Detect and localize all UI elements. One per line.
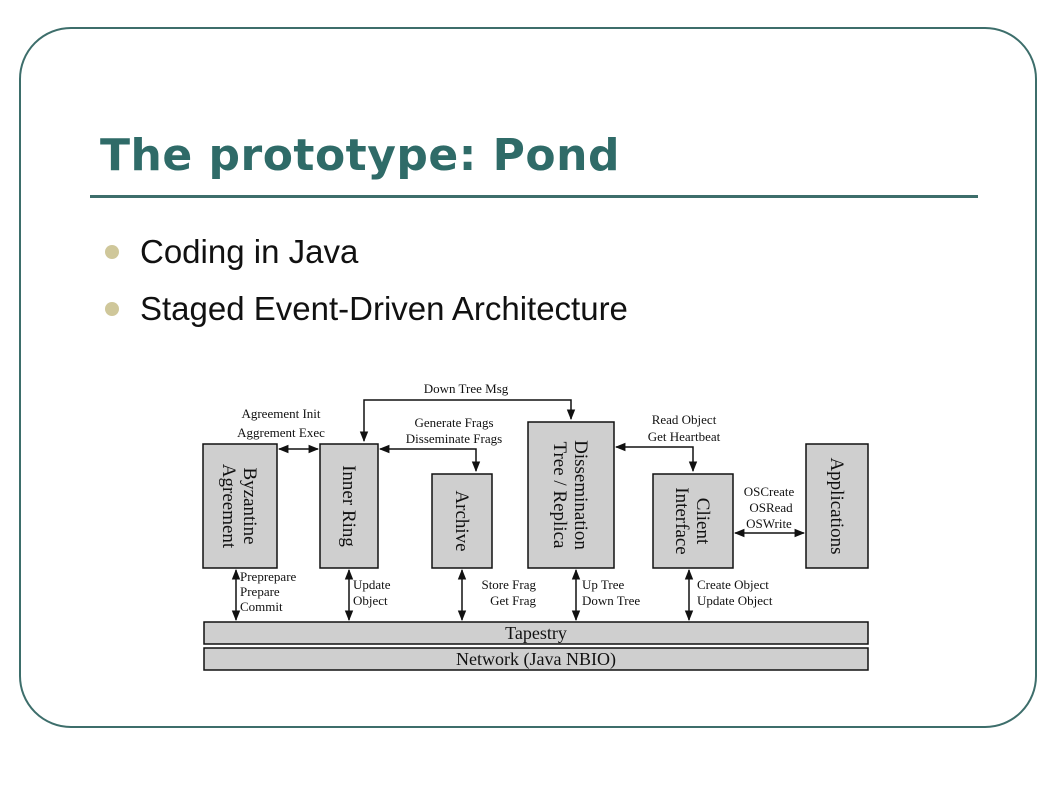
bullet-item: Coding in Java [100,228,628,285]
byzantine-label-line2: Agreement [218,464,239,549]
os-write-label: OSWrite [746,516,792,531]
slide-frame [19,27,1037,728]
create-object-label: Create Object [697,577,769,592]
generate-frags-label-line1: Generate Frags [414,415,493,430]
tapestry-layer [203,621,869,645]
bullet-dot-icon [105,245,119,259]
os-create-label: OSCreate [744,484,795,499]
inner-ring-box [319,443,379,569]
archive-label: Archive [451,490,472,551]
inner-ring-label-text: Inner Ring [338,465,359,547]
byzantine-label-line1: Byzantine [239,467,260,544]
bullet-item: Staged Event-Driven Architecture [100,285,628,342]
applications-label-text: Applications [826,457,847,554]
bullet-text: Staged Event-Driven Architecture [140,290,628,327]
client-label-line1: Client [692,498,713,545]
get-frag-label: Get Frag [490,593,536,608]
dissemination-box [527,421,615,569]
dissemination-label-line1: Dissemination [570,440,591,550]
store-frag-label: Store Frag [481,577,536,592]
bullet-dot-icon [105,302,119,316]
os-read-label: OSRead [749,500,793,515]
inner-ring-label: Inner Ring [338,465,359,547]
bullet-list: Coding in Java Staged Event-Driven Archi… [100,228,628,342]
applications-box [805,443,869,569]
object-label: Object [353,593,388,608]
network-layer [203,647,869,671]
archive-box [431,473,493,569]
agreement-label-line2: Aggrement Exec [237,425,325,440]
preprepare-label: Preprepare [240,569,297,584]
read-object-label-line2: Get Heartbeat [648,429,721,444]
tapestry-label: Tapestry [505,623,567,643]
update-label: Update [353,577,391,592]
byzantine-agreement-box [202,443,278,569]
down-tree-msg-label: Down Tree Msg [424,381,509,396]
applications-label: Applications [826,457,847,554]
read-object-arrow [614,442,698,473]
slide-title: The prototype: Pond [100,130,620,181]
update-object-label: Update Object [697,593,773,608]
generate-frags-arrow [378,444,481,473]
title-underline [90,195,978,198]
client-label-line2: Interface [671,487,692,555]
dissemination-label-line2: Tree / Replica [549,442,570,550]
client-interface-label: Client Interface [671,487,713,555]
dissemination-label: Dissemination Tree / Replica [549,440,591,550]
read-object-label-line1: Read Object [652,412,717,427]
byzantine-label: Byzantine Agreement [218,464,260,549]
client-interface-box [652,473,734,569]
commit-label: Commit [240,599,283,614]
down-tree-msg-arrow [359,399,576,443]
network-label: Network (Java NBIO) [456,649,616,670]
generate-frags-label-line2: Disseminate Frags [406,431,502,446]
prepare-label: Prepare [240,584,280,599]
up-tree-label: Up Tree [582,577,624,592]
archive-label-text: Archive [451,490,472,551]
bullet-text: Coding in Java [140,233,359,270]
down-tree-label: Down Tree [582,593,640,608]
agreement-label-line1: Agreement Init [241,406,320,421]
